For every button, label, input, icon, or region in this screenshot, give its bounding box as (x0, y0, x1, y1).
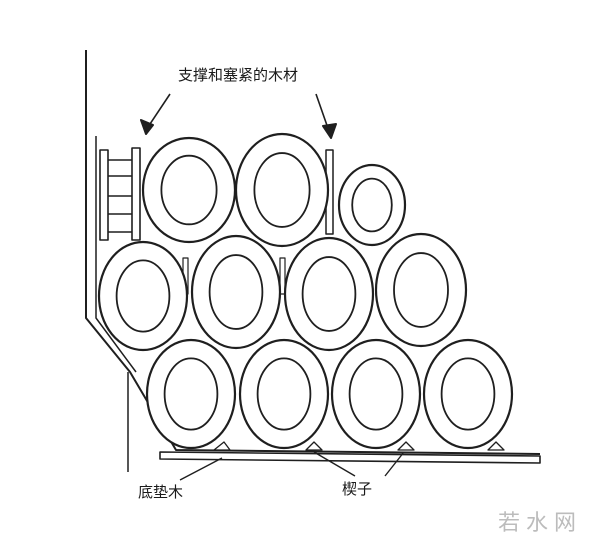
leader-base-dunnage (179, 457, 223, 481)
label-base-dunnage: 底垫木 (138, 483, 184, 501)
coil-inner (256, 357, 312, 431)
separator-timber (279, 257, 286, 295)
base-dunnage (159, 451, 541, 464)
wedge (305, 441, 323, 451)
coil-inner (393, 252, 449, 328)
coil-inner (115, 259, 171, 333)
arrow-head-right (322, 123, 337, 139)
coil-inner (440, 357, 496, 431)
label-wedge: 楔子 (342, 480, 373, 498)
coil-inner (351, 177, 393, 233)
hull-wall-inner (95, 136, 137, 373)
coil-inner (160, 154, 218, 226)
leader-wedge-2 (384, 451, 405, 477)
hull-wall (85, 50, 541, 455)
coil-inner (163, 357, 219, 431)
coil-inner (301, 256, 357, 332)
leader-wedge-1 (313, 451, 356, 477)
wedge (487, 441, 505, 451)
arrow-head-left (140, 119, 154, 135)
shoring-timber-vertical (131, 147, 141, 241)
coil-inner (253, 152, 311, 228)
label-bracing-timber: 支撑和塞紧的木材 (178, 66, 299, 84)
coil-inner (208, 254, 264, 330)
coil-inner (348, 357, 404, 431)
shoring-timber-vertical (99, 149, 109, 241)
wedge (397, 441, 415, 451)
wedge (213, 441, 231, 451)
watermark: 若水网 (497, 511, 582, 536)
